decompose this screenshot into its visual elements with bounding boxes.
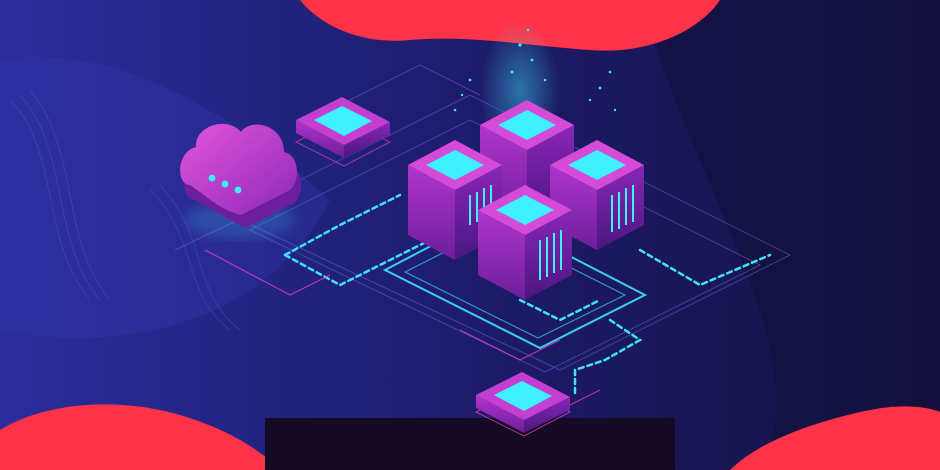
decorative-lines	[9, 89, 241, 331]
bottom-dark-bar	[265, 418, 675, 470]
red-blob-bottom-right	[730, 406, 940, 470]
red-blob-bottom-left	[0, 404, 280, 470]
bg-shape-right	[640, 0, 940, 470]
bg-shape-left	[0, 56, 330, 338]
chip-top-left	[294, 97, 392, 167]
cloud-icon	[180, 123, 302, 238]
server-front	[478, 185, 572, 300]
circuit-traces	[283, 193, 772, 397]
chip-bottom	[474, 372, 572, 437]
